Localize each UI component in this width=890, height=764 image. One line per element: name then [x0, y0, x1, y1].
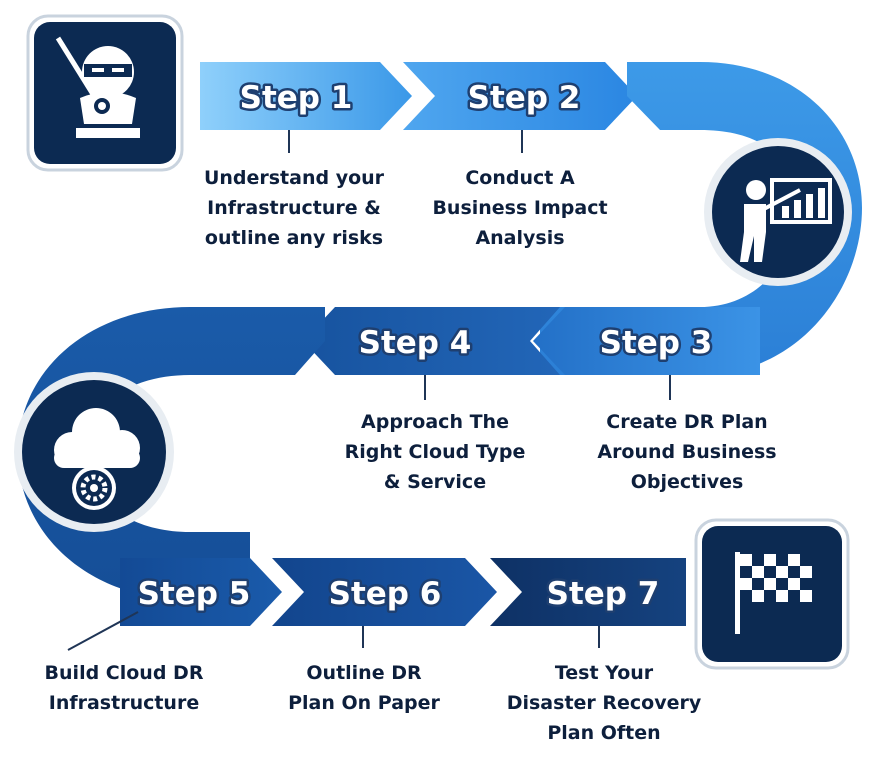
step6-arrow — [272, 558, 497, 626]
step5-arrow — [120, 558, 282, 626]
step7-arrow — [490, 558, 686, 626]
step7-label: Step 7 — [547, 576, 660, 612]
step3-description: Create DR Plan Around Business Objective… — [597, 411, 777, 493]
step5-label: Step 5 — [138, 576, 251, 612]
connector-lines — [67, 130, 671, 651]
step2-arrow — [403, 62, 637, 130]
presentation-board-icon — [704, 138, 852, 286]
step1-arrow — [200, 62, 412, 130]
step2-label: Step 2 — [468, 80, 581, 116]
step3-arrow — [533, 307, 760, 375]
step7-description: Test Your Disaster Recovery Plan Often — [506, 662, 702, 744]
ninja-icon — [26, 14, 184, 172]
step6-label: Step 6 — [329, 576, 442, 612]
step4-arrow — [303, 307, 560, 375]
step5-description: Build Cloud DR Infrastructure — [44, 662, 204, 714]
step5-connector — [67, 611, 139, 651]
step3-label: Step 3 — [600, 325, 713, 361]
step4-description: Approach The Right Cloud Type & Service — [344, 411, 526, 493]
cloud-gear-icon — [14, 372, 174, 532]
step1-description: Understand your Infrastructure & outline… — [203, 167, 385, 249]
step4-label: Step 4 — [359, 325, 472, 361]
step1-label: Step 1 — [240, 80, 353, 116]
step2-description: Conduct A Business Impact Analysis — [432, 167, 608, 249]
checkered-flag-icon — [694, 518, 850, 670]
step6-description: Outline DR Plan On Paper — [288, 662, 440, 714]
